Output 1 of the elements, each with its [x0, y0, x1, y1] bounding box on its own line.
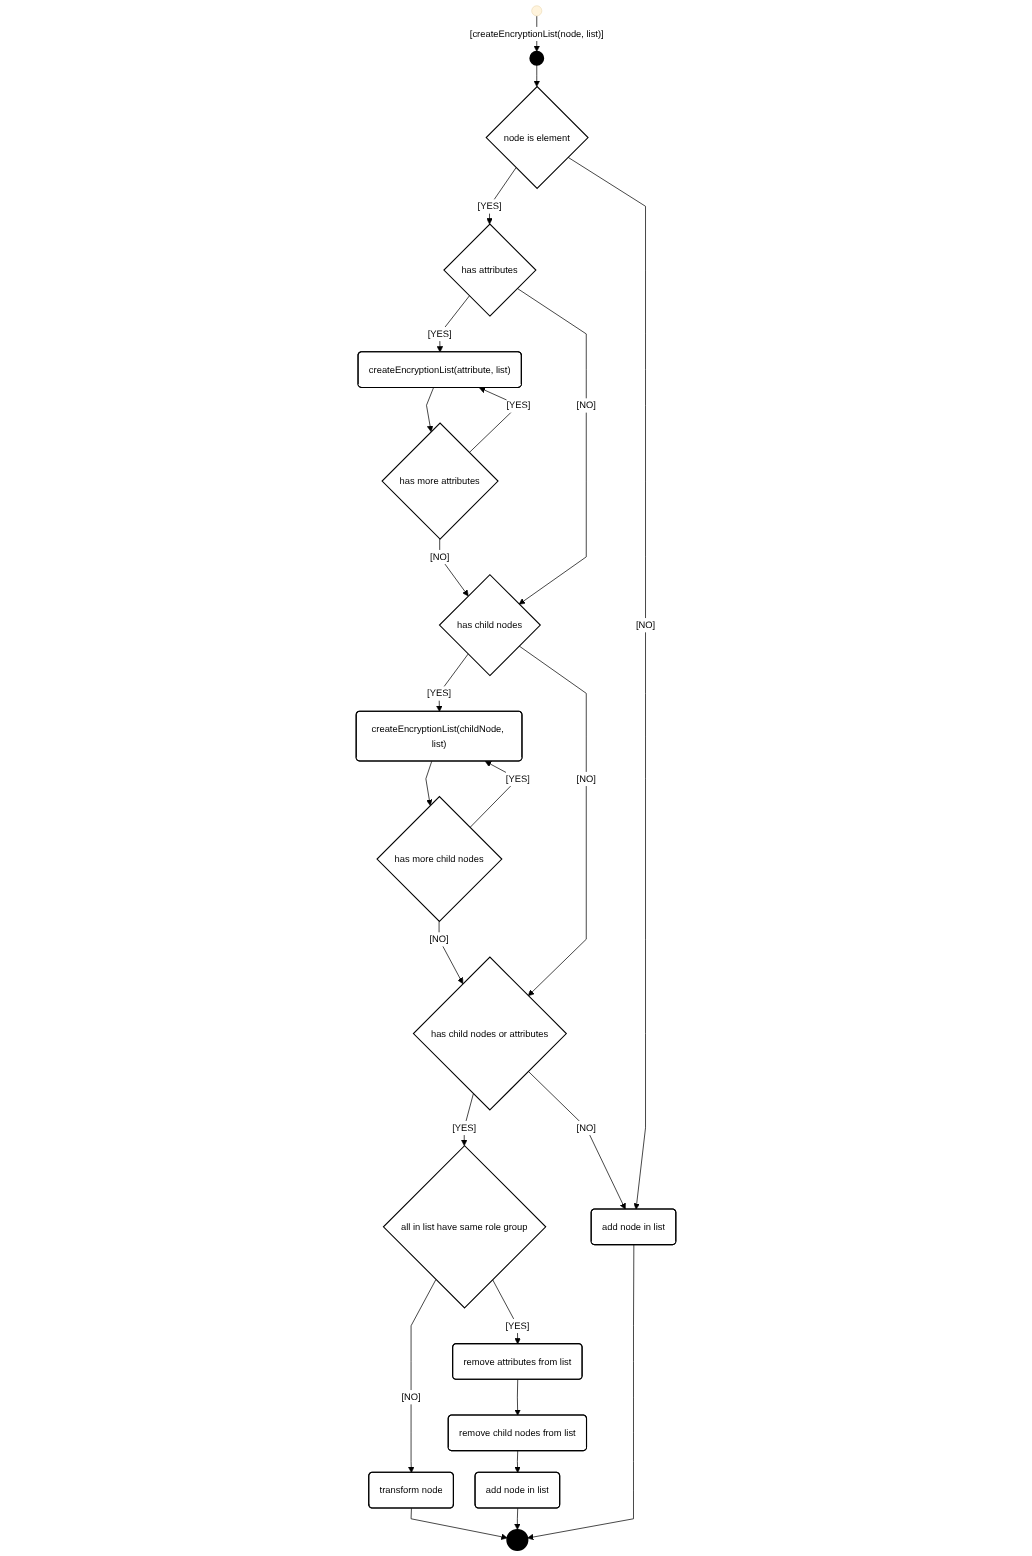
node-circle — [529, 50, 545, 66]
